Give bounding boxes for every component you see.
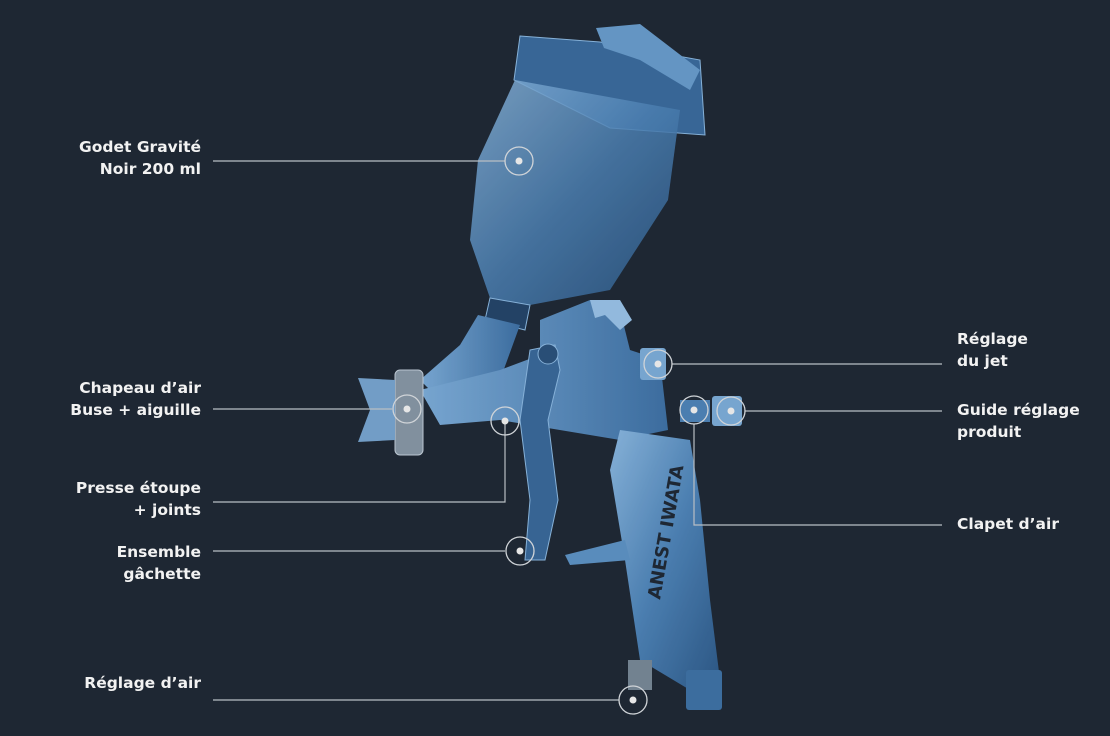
- label-godet[interactable]: Godet Gravité Noir 200 ml: [79, 136, 201, 180]
- hotspots: [392, 146, 746, 715]
- label-line: + joints: [133, 501, 201, 519]
- label-line: Clapet d’air: [957, 515, 1059, 533]
- label-line: Presse étoupe: [75, 479, 201, 497]
- label-presse[interactable]: Presse étoupe + joints: [76, 477, 201, 521]
- label-line: Chapeau d’air: [79, 379, 201, 397]
- label-line: Réglage: [957, 330, 1028, 348]
- leader-line-presse: [213, 421, 506, 503]
- label-line: Godet Gravité: [79, 138, 201, 156]
- hotspot-gachette[interactable]: [505, 536, 535, 566]
- leader-line-clapet: [693, 424, 942, 526]
- label-line: Noir 200 ml: [99, 160, 201, 178]
- hotspot-chapeau[interactable]: [392, 394, 422, 424]
- label-chapeau[interactable]: Chapeau d’air Buse + aiguille: [70, 377, 201, 421]
- hotspot-guide[interactable]: [716, 396, 746, 426]
- label-line: produit: [957, 423, 1022, 441]
- label-reglage-jet[interactable]: Réglage du jet: [957, 328, 1028, 372]
- label-clapet[interactable]: Clapet d’air: [957, 513, 1059, 535]
- label-guide[interactable]: Guide réglage produit: [957, 399, 1080, 443]
- hotspot-reglage-jet[interactable]: [643, 349, 673, 379]
- hotspot-clapet[interactable]: [679, 395, 709, 425]
- hotspot-reglage-air[interactable]: [618, 685, 648, 715]
- spray-gun-illustration: ANEST IWATA: [358, 24, 742, 710]
- label-line: gâchette: [123, 565, 201, 583]
- label-line: Ensemble: [116, 543, 201, 561]
- label-gachette[interactable]: Ensemble gâchette: [117, 541, 201, 585]
- hotspot-presse[interactable]: [490, 406, 520, 436]
- label-line: Buse + aiguille: [70, 401, 201, 419]
- label-line: du jet: [957, 352, 1008, 370]
- hotspot-godet[interactable]: [504, 146, 534, 176]
- label-line: Réglage d’air: [84, 674, 201, 692]
- label-line: Guide réglage: [957, 401, 1080, 419]
- leader-lines: [213, 160, 942, 701]
- label-reglage-air[interactable]: Réglage d’air: [84, 672, 201, 694]
